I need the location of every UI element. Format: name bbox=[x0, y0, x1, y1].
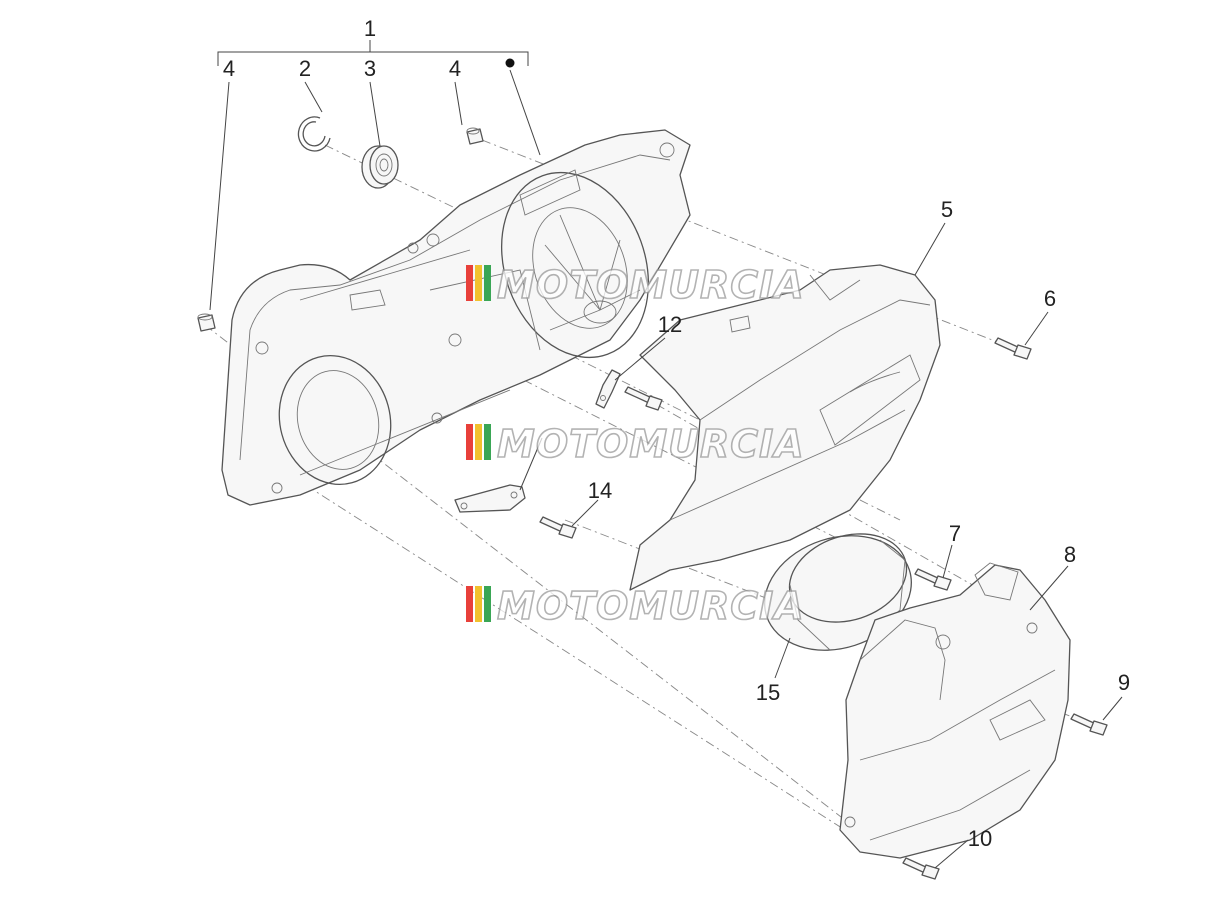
dowel-pin-top bbox=[466, 127, 484, 145]
dowel-pin-left bbox=[197, 313, 216, 332]
group-1-bracket bbox=[217, 40, 529, 68]
callout-1: 1 bbox=[364, 16, 376, 41]
callout-6: 6 bbox=[1044, 286, 1056, 311]
callout-10: 10 bbox=[968, 826, 992, 851]
watermark-top: MOTOMURCIA bbox=[466, 262, 805, 308]
callout-4-right: 4 bbox=[449, 56, 461, 81]
watermark-text: MOTOMURCIA bbox=[497, 263, 805, 307]
circlip bbox=[297, 116, 331, 152]
callout-7: 7 bbox=[949, 521, 961, 546]
bolt-10 bbox=[902, 857, 940, 880]
watermark-middle: MOTOMURCIA bbox=[466, 421, 805, 467]
bolt-9 bbox=[1070, 713, 1108, 736]
callout-5: 5 bbox=[941, 197, 953, 222]
rear-cover bbox=[839, 562, 1071, 859]
transmission-cover-inner bbox=[221, 129, 691, 506]
lower-bracket bbox=[454, 484, 526, 513]
outer-cover bbox=[629, 264, 941, 591]
watermark-text: MOTOMURCIA bbox=[497, 584, 805, 628]
callout-labels: 1 2 3 4 4 5 6 7 8 9 10 12 14 15 bbox=[223, 16, 1130, 851]
callout-12: 12 bbox=[658, 312, 682, 337]
bolt-12 bbox=[624, 386, 663, 411]
bolt-6 bbox=[994, 337, 1032, 360]
small-bracket bbox=[595, 369, 621, 409]
bolt-14 bbox=[539, 516, 577, 539]
callout-2: 2 bbox=[299, 56, 311, 81]
bolt-7 bbox=[914, 568, 952, 591]
callout-8: 8 bbox=[1064, 542, 1076, 567]
callout-14: 14 bbox=[588, 478, 612, 503]
watermark-text: MOTOMURCIA bbox=[497, 422, 805, 466]
callout-15: 15 bbox=[756, 680, 780, 705]
watermark-bottom: MOTOMURCIA bbox=[466, 583, 805, 629]
callout-3: 3 bbox=[364, 56, 376, 81]
callout-4-left: 4 bbox=[223, 56, 235, 81]
bullet-marker bbox=[505, 58, 515, 68]
callout-9: 9 bbox=[1118, 670, 1130, 695]
leader-lines bbox=[209, 69, 1123, 869]
bearing bbox=[361, 145, 399, 189]
